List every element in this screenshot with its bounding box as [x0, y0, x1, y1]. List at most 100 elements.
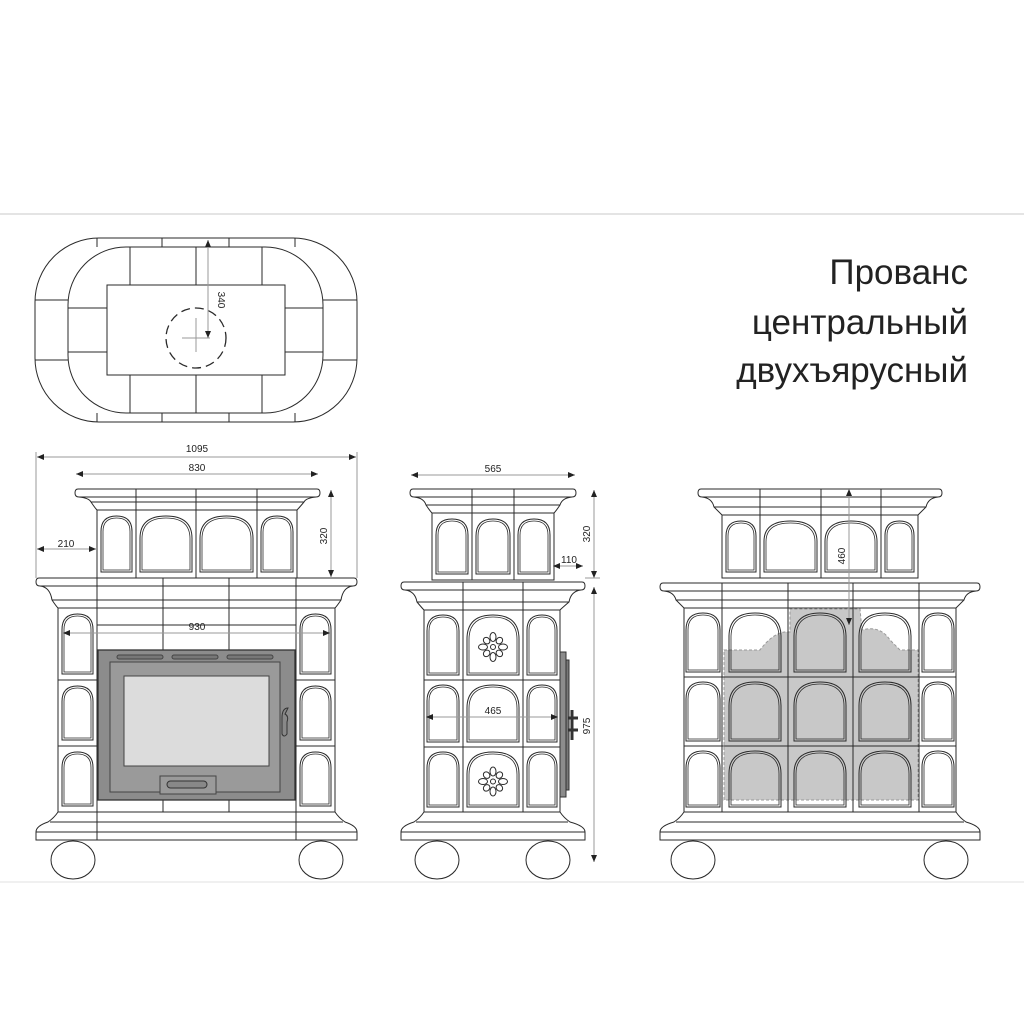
arch-tile-panel-inner [477, 520, 509, 573]
rosette-petal [489, 652, 497, 662]
arch-tile-panel [526, 751, 558, 808]
arch-tile-panel-inner [528, 616, 556, 674]
arch-tile-panel-inner [468, 753, 518, 806]
arch-tile-panel [100, 515, 133, 573]
arrow-head [591, 490, 597, 497]
cornice [74, 488, 321, 511]
arch-tile-panel-inner [63, 753, 92, 805]
arch-tile-panel [199, 515, 254, 573]
arch-tile-panel [725, 520, 757, 573]
arch-tile-panel-inner [519, 520, 549, 573]
foot [50, 840, 96, 880]
cornice [659, 582, 981, 609]
arch-tile-panel [466, 684, 520, 743]
arch-tile-panel [260, 515, 294, 573]
arch-tile-panel [793, 612, 847, 673]
arch-tile-panel-inner [63, 687, 92, 739]
foot [298, 840, 344, 880]
arch-tile-panel-inner [301, 687, 330, 739]
arch-tile-panel [139, 515, 193, 573]
side-handle-icon [568, 710, 578, 740]
plinth [659, 811, 981, 841]
arch-tile-panel [61, 685, 94, 741]
arch-tile-panel-inner [63, 615, 92, 673]
arch-tile-panel-inner [730, 614, 780, 671]
arch-tile-panel [763, 520, 818, 573]
vent-slot [226, 654, 274, 660]
arrow-head [553, 563, 560, 569]
dim-side-step: 110 [561, 555, 577, 566]
arch-tile-panel-inner [765, 522, 816, 571]
door-handle-icon [281, 707, 289, 737]
arch-tile-panel [299, 613, 332, 675]
cornice [400, 581, 586, 611]
foot [923, 840, 969, 880]
side-view [400, 488, 586, 880]
rosette-center [490, 778, 496, 785]
rosette-petal [482, 784, 491, 792]
arch-tile-panel [728, 750, 782, 808]
arrow-head [76, 471, 83, 477]
foot [525, 840, 571, 880]
arrow-head [349, 454, 356, 460]
arrow-head [63, 630, 70, 636]
rosette-petal [489, 766, 497, 777]
arch-tile-panel-inner [468, 616, 518, 674]
arch-tile-panel-inner [795, 683, 845, 740]
arch-tile-panel [824, 520, 878, 573]
arch-tile-panel [921, 612, 955, 673]
arrow-head [328, 570, 334, 577]
arrow-head [846, 489, 852, 496]
title-line-3: двухъярусный [736, 351, 968, 390]
arrow-head [37, 454, 44, 460]
arch-tile-panel [426, 684, 460, 743]
rosette-petal [482, 636, 491, 645]
arch-tile-panel [61, 751, 94, 807]
arch-tile-panel [526, 684, 558, 743]
arch-tile-panel [858, 681, 912, 742]
arch-tile-panel-inner [923, 614, 953, 671]
dim-side-top-width: 565 [485, 464, 502, 475]
arrow-head [411, 472, 418, 478]
arch-tile-panel-inner [687, 752, 719, 806]
arch-tile-panel [426, 751, 460, 808]
arch-tile-panel-inner [795, 614, 845, 671]
rosette-petal [478, 778, 488, 785]
dimension-lines [35, 240, 852, 862]
ash-drawer-handle [166, 780, 208, 789]
arch-tile-panel [61, 613, 94, 675]
title-line-2: центральный [752, 303, 968, 342]
rosette-petal [498, 643, 508, 651]
rosette-petal [489, 786, 497, 797]
arch-tile-panel-inner [262, 517, 292, 571]
cornice [409, 488, 577, 514]
arch-tile-panel-inner [923, 683, 953, 740]
arch-tile-panel-inner [301, 753, 330, 805]
arrow-head [205, 240, 211, 247]
dim-back-height: 460 [837, 547, 848, 564]
arrow-head [205, 331, 211, 338]
arch-tile-panel-inner [923, 752, 953, 806]
dim-side-body-height: 975 [582, 717, 593, 734]
arrow-head [568, 472, 575, 478]
arrow-head [311, 471, 318, 477]
plinth [400, 811, 586, 841]
arch-tile-panel-inner [860, 683, 910, 740]
arrow-head [846, 618, 852, 625]
rosette-petal [498, 778, 508, 785]
back-view [659, 488, 981, 880]
arch-tile-panel-inner [528, 753, 556, 806]
arch-tile-panel-inner [687, 683, 719, 740]
arch-tile-panel-inner [730, 752, 780, 806]
arch-tile-panel-inner [468, 686, 518, 741]
arch-tile-panel-inner [860, 752, 910, 806]
arrow-head [89, 546, 96, 552]
arch-tile-panel-inner [437, 520, 467, 573]
arch-tile-panel [475, 518, 511, 575]
side-door-hinge-plate [559, 651, 567, 798]
arch-tile-panel-inner [687, 614, 719, 671]
foot [414, 840, 460, 880]
arch-tile-panel [921, 750, 955, 808]
